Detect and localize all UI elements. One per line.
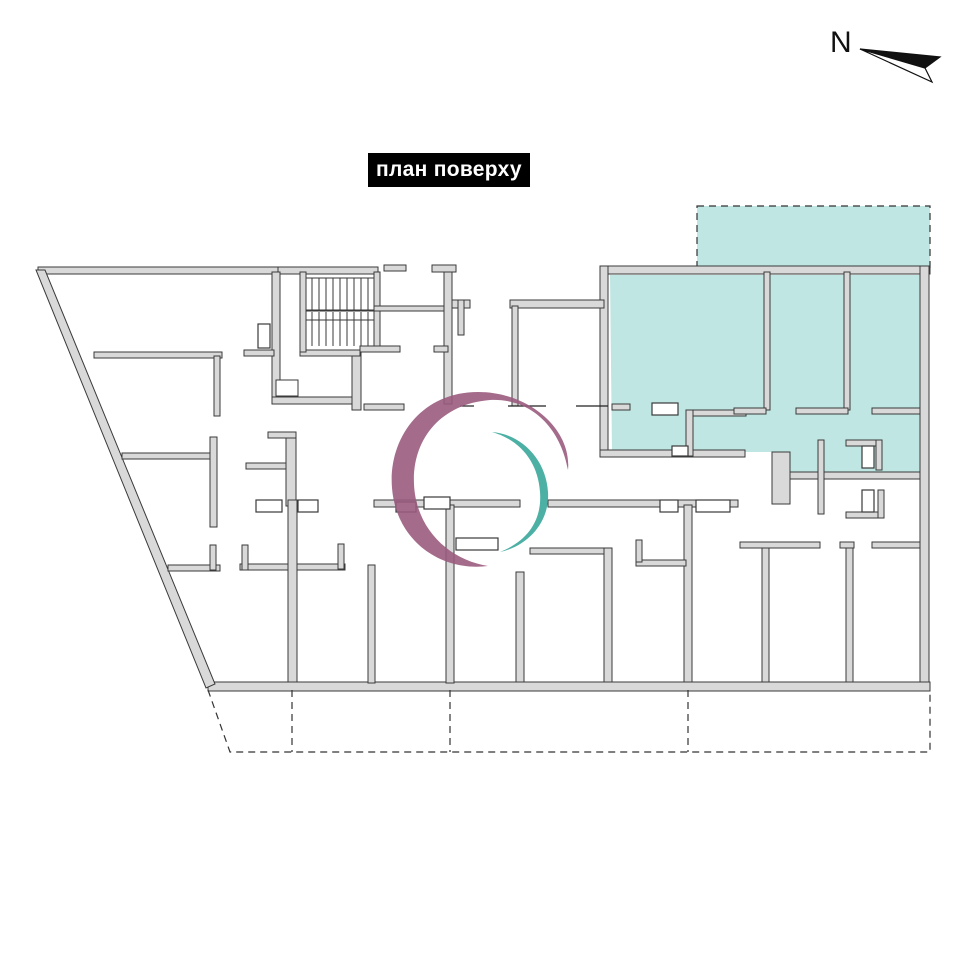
north-label: N bbox=[830, 26, 852, 59]
interior-walls bbox=[93, 271, 921, 684]
highlighted-terrace[interactable] bbox=[696, 205, 931, 269]
utility-shafts bbox=[255, 323, 875, 551]
staircase bbox=[275, 277, 375, 397]
north-arrow-icon bbox=[859, 48, 942, 84]
floor-plan-title: план поверху bbox=[368, 153, 530, 187]
balconies bbox=[207, 689, 931, 753]
developer-swirl-logo bbox=[391, 392, 569, 567]
